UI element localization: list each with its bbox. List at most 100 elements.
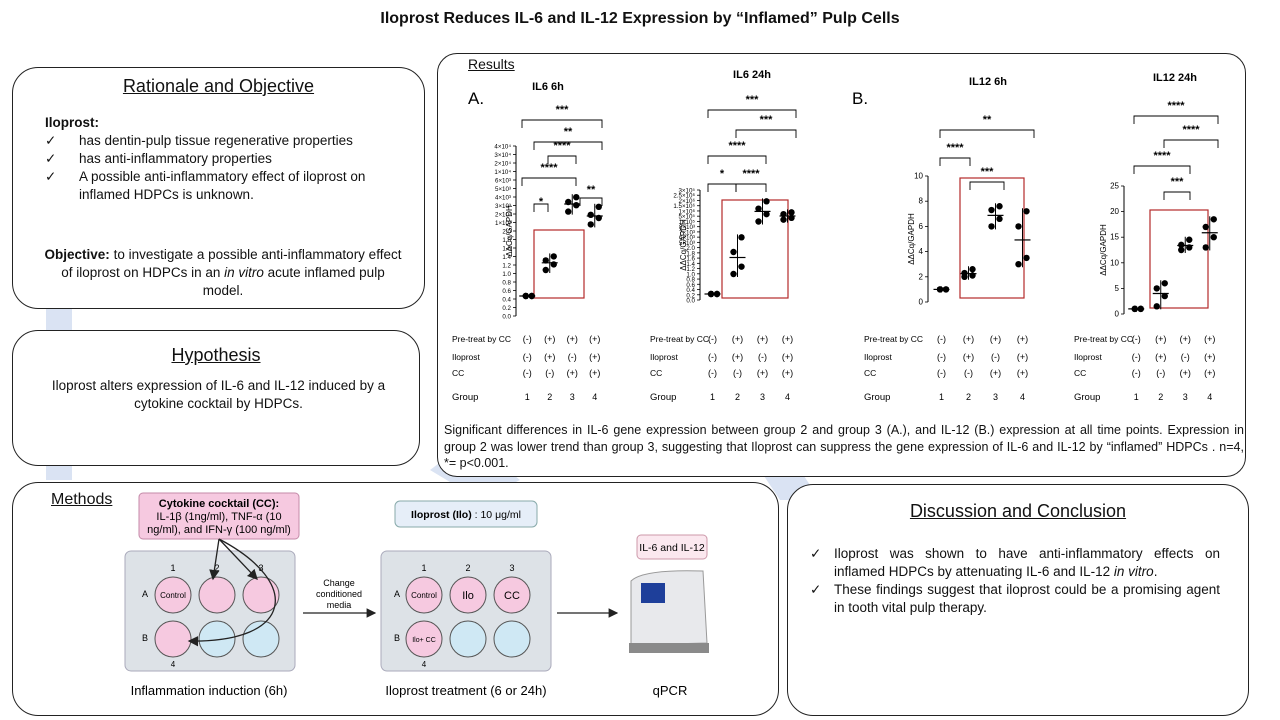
sig-bracket [1163, 139, 1219, 148]
sig-label: * [720, 168, 725, 180]
row-value: 1 [710, 392, 715, 402]
y-tick-label: 2×10³ [495, 212, 511, 219]
y-tick-label: 1.6 [686, 256, 695, 263]
row-value: (-) [964, 368, 973, 378]
plate2-well-ilocc: Ilo+ CC [412, 637, 436, 644]
row-value: 2 [547, 392, 552, 402]
data-point [522, 292, 529, 300]
row-value: 3 [993, 392, 998, 402]
y-tick-label: 0 [1115, 310, 1120, 319]
sig-bracket [521, 119, 603, 128]
y-tick-label: 5×10³ [679, 240, 695, 247]
row-value: (-) [545, 368, 554, 378]
y-tick-label: 15 [1110, 233, 1119, 242]
row-value: (+) [1017, 334, 1028, 344]
row-value: (-) [937, 334, 946, 344]
svg-text:B: B [394, 633, 400, 643]
row-value: (+) [757, 334, 768, 344]
objective-text: Objective: to investigate a possible ant… [44, 247, 402, 298]
y-tick-label: 4 [919, 247, 924, 256]
y-tick-label: 5×10⁵ [678, 214, 695, 221]
data-point [1186, 244, 1193, 251]
sig-bracket [1133, 115, 1219, 124]
results-heading: Results [468, 56, 515, 72]
highlight-box [1149, 209, 1209, 309]
bullet-1: ✓has dentin-pulp tissue regenerative pro… [45, 133, 353, 148]
svg-text:B: B [142, 633, 148, 643]
data-point [1131, 305, 1138, 313]
data-point [780, 216, 787, 223]
qpcr-target: IL-6 and IL-12 [639, 542, 705, 554]
sig-label: **** [1182, 124, 1200, 136]
row-label: Iloprost [650, 352, 679, 362]
data-point [542, 257, 549, 264]
data-point [942, 286, 950, 293]
data-point [595, 214, 602, 222]
sig-label: *** [981, 166, 995, 178]
row-value: (-) [708, 334, 717, 344]
methods-diagram: Cytokine cocktail (CC): IL-1β (1ng/ml), … [124, 492, 709, 698]
y-tick-label: 5×10³ [495, 186, 511, 193]
data-point [969, 272, 976, 279]
data-point [565, 198, 572, 206]
data-point [738, 263, 745, 270]
data-point [1015, 223, 1022, 230]
data-point [550, 253, 557, 260]
data-point [587, 221, 594, 228]
y-tick-label: 4×10³ [495, 195, 511, 202]
sig-label: ** [983, 114, 992, 126]
svg-text:2: 2 [214, 563, 219, 573]
y-tick-label: 1.2 [686, 266, 695, 273]
row-label: Group [452, 392, 478, 403]
cocktail-line-2: ng/ml), and IFN-γ (100 ng/ml) [147, 524, 291, 536]
data-point [730, 248, 737, 256]
y-tick-label: 3×10³ [495, 203, 511, 210]
y-tick-label: 1.0 [686, 271, 695, 278]
row-value: 2 [1158, 392, 1163, 402]
row-value: (+) [782, 368, 793, 378]
data-point [755, 218, 762, 225]
data-point [1161, 292, 1168, 300]
plate2-well-control: Control [411, 591, 437, 600]
row-value: (+) [589, 352, 600, 362]
chart-title-1: IL6 6h [532, 81, 564, 93]
row-value: 4 [785, 392, 790, 402]
row-value: (-) [523, 352, 532, 362]
row-value: (+) [589, 334, 600, 344]
row-label: Iloprost [864, 352, 893, 362]
data-point [738, 234, 745, 241]
sig-bracket [939, 157, 971, 166]
row-value: (+) [757, 368, 768, 378]
row-label: Iloprost [452, 352, 481, 362]
poster-title: Iloprost Reduces IL-6 and IL-12 Expressi… [380, 10, 900, 27]
row-value: (+) [732, 334, 743, 344]
sig-label: **** [1167, 100, 1185, 112]
row-value: (+) [1180, 368, 1191, 378]
row-value: (-) [733, 368, 742, 378]
row-value: (+) [990, 334, 1001, 344]
row-value: (+) [1180, 334, 1191, 344]
cocktail-line-1: IL-1β (1ng/ml), TNF-α (10 [156, 511, 281, 523]
sig-label: *** [746, 94, 760, 106]
y-tick-label: 2×10⁴ [494, 161, 511, 168]
row-label: CC [864, 368, 876, 378]
data-point [730, 270, 737, 278]
svg-text:3: 3 [258, 563, 263, 573]
highlight-box [721, 199, 789, 299]
bullet-2: ✓has anti-inflammatory properties [45, 151, 272, 166]
iloprost-label: Iloprost: [45, 115, 99, 130]
row-value: (-) [1181, 352, 1190, 362]
data-point [595, 203, 602, 210]
data-point [1015, 261, 1022, 268]
svg-text:4: 4 [171, 660, 176, 669]
data-point [1202, 244, 1209, 251]
row-value: (+) [1017, 352, 1028, 362]
bullet-3: ✓A possible anti-inflammatory effect of … [45, 169, 366, 202]
sig-bracket [533, 203, 549, 212]
row-value: (+) [1204, 334, 1215, 344]
data-point [573, 202, 580, 209]
sig-label: ** [564, 126, 573, 138]
data-point [788, 214, 795, 222]
row-value: (-) [523, 334, 532, 344]
sig-label: **** [728, 140, 746, 152]
